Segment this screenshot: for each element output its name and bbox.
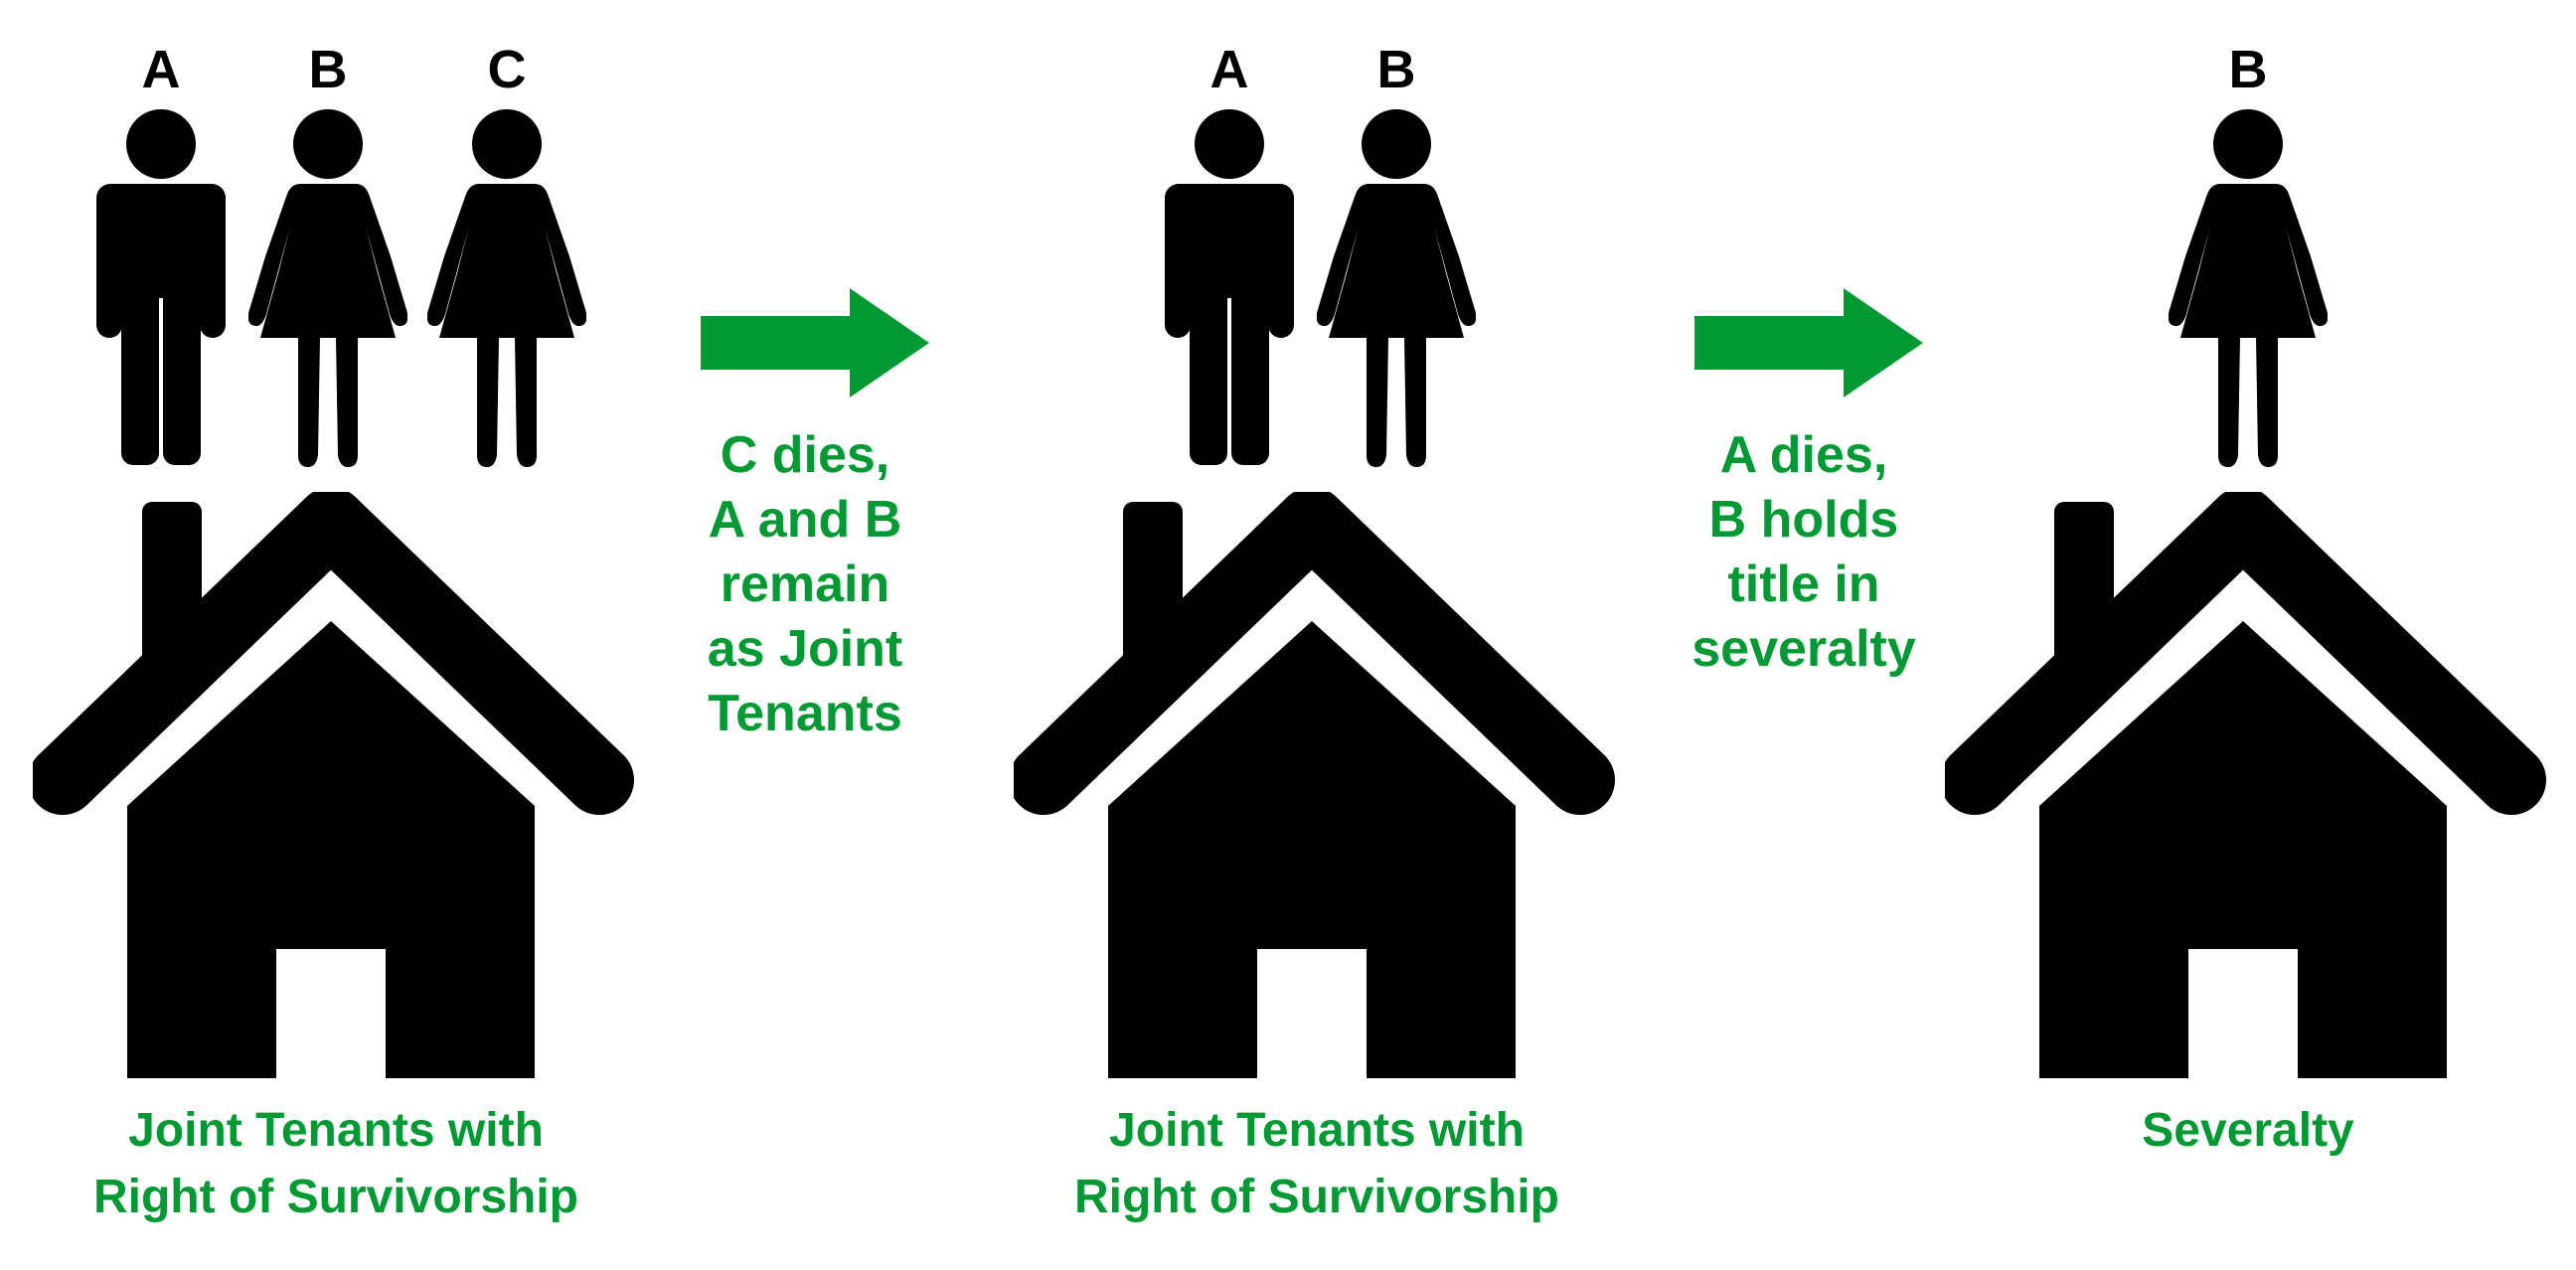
person-label: C	[488, 40, 527, 99]
transition-line: B holds	[1709, 491, 1899, 549]
person-label: B	[1377, 40, 1416, 99]
house-icon	[63, 502, 599, 1078]
house-icon	[1044, 502, 1580, 1078]
caption-line: Right of Survivorship	[93, 1171, 578, 1223]
arrow-right-icon	[701, 288, 929, 397]
transition-line: A dies,	[1720, 426, 1888, 484]
person-label: A	[1210, 40, 1249, 99]
male-person-icon	[96, 109, 226, 465]
stage-caption: Severalty	[2142, 1104, 2354, 1157]
person-b: B	[2169, 40, 2328, 467]
male-person-icon	[1165, 109, 1294, 465]
transition-line: as Joint	[708, 620, 903, 678]
person-b: B	[248, 40, 407, 467]
transition-line: Tenants	[708, 685, 902, 742]
caption-line: Severalty	[2142, 1104, 2354, 1157]
caption-line: Joint Tenants with	[128, 1104, 544, 1157]
person-a: A	[1165, 40, 1294, 465]
female-person-icon	[248, 109, 407, 467]
transition-2: A dies, B holds title in severalty	[1691, 288, 1923, 678]
transition-line: severalty	[1691, 620, 1916, 678]
person-label: B	[309, 40, 348, 99]
female-person-icon	[2169, 109, 2328, 467]
arrow-right-icon	[1694, 288, 1923, 397]
stage-3: B Severalty	[1975, 40, 2511, 1157]
house-icon	[1975, 502, 2511, 1078]
female-person-icon	[427, 109, 586, 467]
transition-line: title in	[1727, 556, 1879, 613]
person-a: A	[96, 40, 226, 465]
person-label: A	[142, 40, 181, 99]
person-b: B	[1317, 40, 1476, 467]
female-person-icon	[1317, 109, 1476, 467]
caption-line: Joint Tenants with	[1109, 1104, 1525, 1157]
person-label: B	[2229, 40, 2268, 99]
person-c: C	[427, 40, 586, 467]
transition-line: C dies,	[721, 426, 890, 484]
caption-line: Right of Survivorship	[1074, 1171, 1559, 1223]
transition-line: A and B	[709, 491, 902, 549]
transition-line: remain	[721, 556, 890, 613]
